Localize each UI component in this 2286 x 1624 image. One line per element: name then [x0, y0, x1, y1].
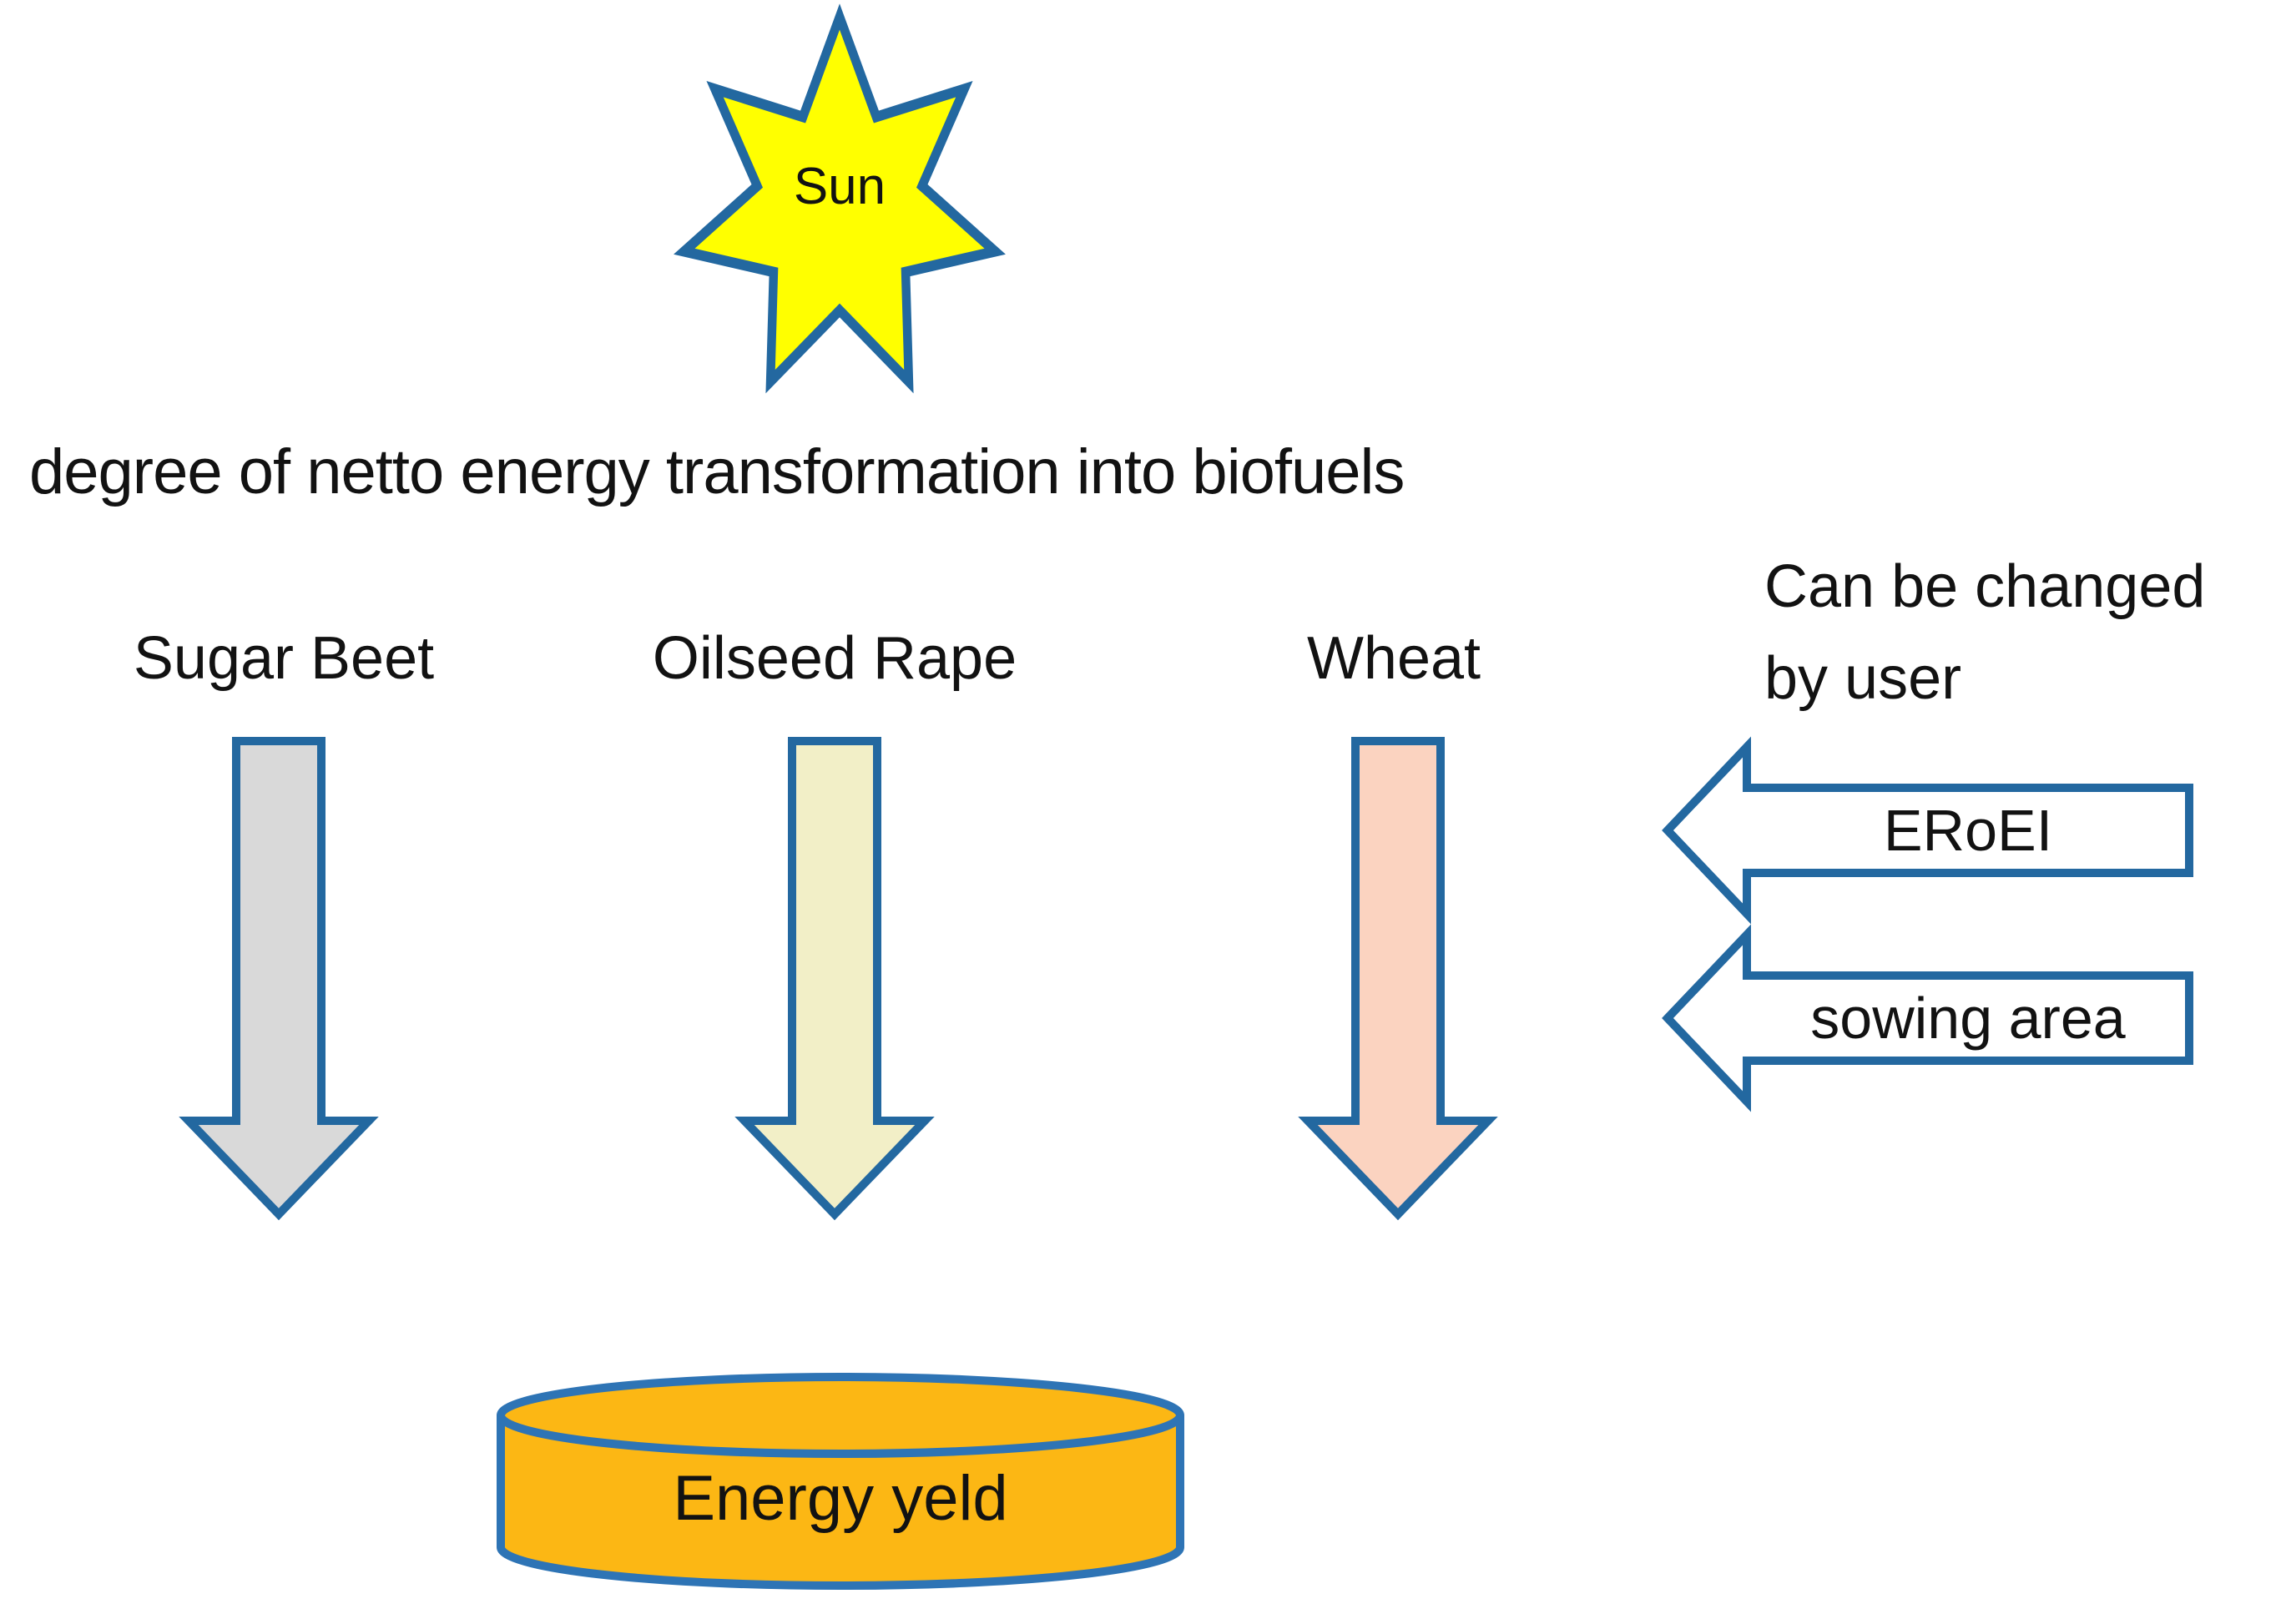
crop-label-oilseed-rape: Oilseed Rape [652, 625, 1017, 692]
down-arrow-oilseed-rape-shape [734, 737, 935, 1221]
eroei-label: ERoEI [1883, 798, 2053, 863]
diagram-title: degree of netto energy transformation in… [29, 436, 1405, 507]
energy-yield-label: Energy yeld [673, 1463, 1008, 1534]
left-arrow-sowing-area-icon [1662, 924, 2193, 1112]
down-arrow-wheat-shape [1298, 737, 1498, 1221]
down-arrow-sugar-beet-icon [179, 737, 379, 1221]
sun-star-icon [674, 3, 1006, 394]
down-arrow-oilseed-rape-icon [734, 737, 935, 1221]
down-arrow-sugar-beet-shape [179, 737, 379, 1221]
left-arrow-sowing-area-shape [1662, 924, 2193, 1112]
user-note: Can be changed by user [1764, 553, 2206, 712]
crop-label-wheat: Wheat [1306, 625, 1481, 692]
sun-star-shape [674, 3, 1006, 394]
left-arrow-eroei-shape [1662, 736, 2193, 925]
sun-label: Sun [793, 158, 886, 215]
left-arrow-eroei-icon [1662, 736, 2193, 925]
crop-label-sugar-beet: Sugar Beet [133, 625, 435, 692]
sowing-area-label: sowing area [1810, 986, 2126, 1051]
cylinder-top-shape [497, 1373, 1184, 1458]
cylinder-body-shape [497, 1415, 1184, 1590]
energy-yield-cylinder-icon [497, 1373, 1184, 1590]
down-arrow-wheat-icon [1298, 737, 1498, 1221]
